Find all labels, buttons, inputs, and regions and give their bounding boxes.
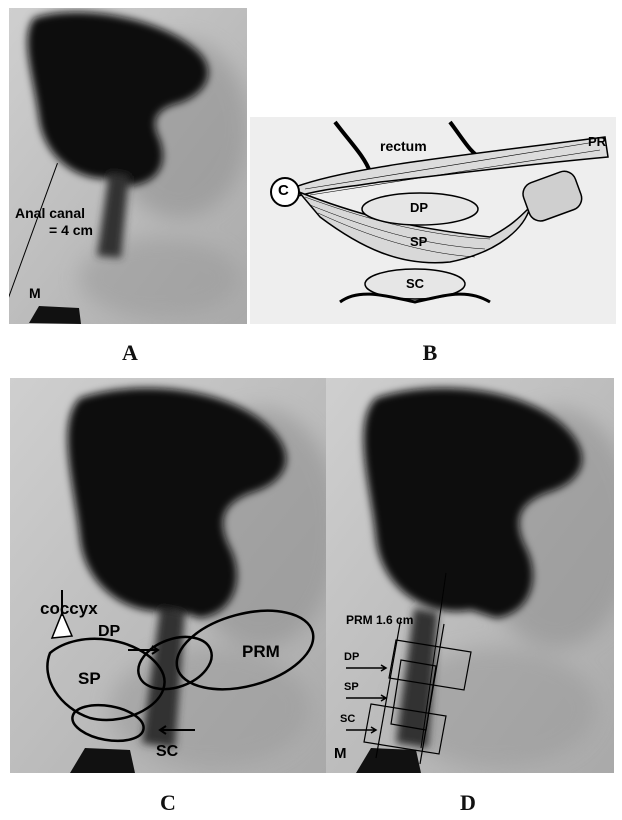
- dp-label: DP: [98, 624, 120, 640]
- panel-b-diagram: rectum PR C DP SP SC: [250, 117, 616, 324]
- panel-a-radiograph: Anal canal = 4 cm M: [9, 8, 247, 324]
- prm-label: PRM: [242, 643, 280, 660]
- panel-label-c: C: [148, 790, 188, 816]
- sc-label: SC: [406, 277, 424, 290]
- marker-label: M: [29, 286, 41, 300]
- dp-label: DP: [344, 652, 359, 663]
- sp-label: SP: [78, 670, 101, 687]
- dp-label: DP: [410, 201, 428, 214]
- sc-label: SC: [156, 744, 178, 760]
- prm-measure-label: PRM 1.6 cm: [346, 614, 413, 626]
- coccyx-label: coccyx: [40, 600, 98, 617]
- marker-label: M: [334, 746, 347, 761]
- coccyx-c-label: C: [278, 183, 289, 198]
- panel-label-a: A: [110, 340, 150, 366]
- panel-c-radiograph: coccyx DP SP PRM SC: [10, 378, 326, 773]
- pr-label: PR: [588, 135, 606, 148]
- anal-canal-label: Anal canal: [15, 206, 85, 220]
- panel-label-d: D: [448, 790, 488, 816]
- rectum-label: rectum: [380, 139, 427, 153]
- panel-label-b: B: [410, 340, 450, 366]
- sc-label: SC: [340, 714, 355, 725]
- sp-label: SP: [344, 682, 359, 693]
- sp-label: SP: [410, 235, 427, 248]
- anal-canal-length-label: = 4 cm: [49, 223, 93, 237]
- panel-d-radiograph: PRM 1.6 cm DP SP SC M: [326, 378, 614, 773]
